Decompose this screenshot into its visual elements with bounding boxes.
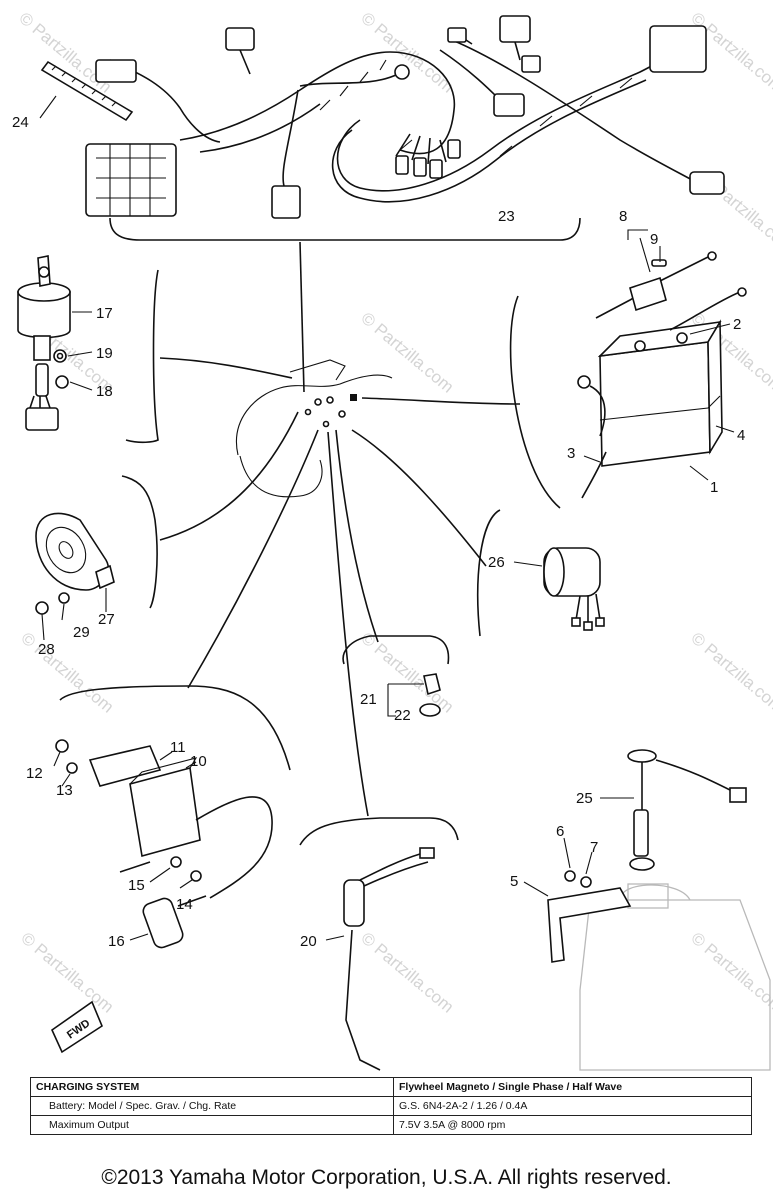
callout-label: 8 — [619, 208, 627, 225]
callout-label: 12 — [26, 765, 43, 782]
table-row: Battery: Model / Spec. Grav. / Chg. Rate… — [30, 1096, 752, 1116]
callout-label: 9 — [650, 231, 658, 248]
copyright-notice: ©2013 Yamaha Motor Corporation, U.S.A. A… — [101, 1166, 672, 1189]
callout-label: 27 — [98, 611, 115, 628]
callout-label: 4 — [737, 427, 745, 444]
callout-label: 19 — [96, 345, 113, 362]
watermark: © Partzilla.com — [357, 9, 457, 97]
callout-label: 11 — [170, 739, 186, 756]
callout-label: 6 — [556, 823, 564, 840]
callout-label: 24 — [12, 114, 29, 131]
table-cell: Maximum Output — [30, 1115, 394, 1135]
horn — [35, 512, 115, 641]
callout-label: 7 — [590, 839, 598, 856]
frame-outline — [236, 359, 393, 498]
callout-label: 5 — [510, 873, 518, 890]
watermark: © Partzilla.com — [687, 629, 773, 717]
watermark: © Partzilla.com — [17, 929, 117, 1017]
callout-label: 14 — [176, 896, 193, 913]
fuse-holder — [595, 229, 717, 319]
callout-labels: 24 23 8 9 2 4 3 1 17 19 18 26 27 29 28 2… — [12, 114, 745, 950]
table-row: CHARGING SYSTEM Flywheel Magneto / Singl… — [30, 1077, 752, 1097]
sensor-lead — [325, 847, 435, 1071]
fwd-arrow-stamp: FWD — [50, 1000, 103, 1054]
watermark: © Partzilla.com — [687, 929, 773, 1017]
watermark: © Partzilla.com — [17, 629, 117, 717]
rectifier — [513, 547, 605, 631]
callout-label: 26 — [488, 554, 505, 571]
leader-lines — [159, 241, 521, 817]
callout-label: 23 — [498, 208, 515, 225]
battery — [577, 287, 747, 499]
callout-label: 21 — [360, 691, 377, 708]
table-cell: Flywheel Magneto / Single Phase / Half W… — [393, 1077, 752, 1097]
callout-label: 15 — [128, 877, 145, 894]
callout-label: 16 — [108, 933, 125, 950]
table-row: Maximum Output 7.5V 3.5A @ 8000 rpm — [30, 1115, 752, 1135]
callout-label: 18 — [96, 383, 113, 400]
bolt-washer — [387, 673, 441, 717]
group-brackets — [59, 217, 581, 846]
callout-label: 22 — [394, 707, 411, 724]
callout-label: 3 — [567, 445, 575, 462]
table-cell: Battery: Model / Spec. Grav. / Chg. Rate — [30, 1096, 394, 1116]
ignition-coil — [53, 739, 273, 949]
oil-tank — [523, 749, 771, 1071]
callout-label: 25 — [576, 790, 593, 807]
table-cell: CHARGING SYSTEM — [30, 1077, 394, 1097]
callout-label: 2 — [733, 316, 741, 333]
main-switch — [17, 255, 93, 431]
callout-label: 29 — [73, 624, 90, 641]
callout-label: 10 — [190, 753, 207, 770]
watermark: © Partzilla.com — [357, 309, 457, 397]
table-cell: 7.5V 3.5A @ 8000 rpm — [393, 1115, 752, 1135]
charging-system-table: CHARGING SYSTEM Flywheel Magneto / Singl… — [30, 1077, 752, 1135]
cable-strap — [39, 60, 134, 122]
callout-label: 17 — [96, 305, 113, 322]
callout-label: 28 — [38, 641, 55, 658]
wire-harness — [85, 15, 725, 219]
callout-label: 20 — [300, 933, 317, 950]
watermark: © Partzilla.com — [357, 929, 457, 1017]
table-cell: G.S. 6N4-2A-2 / 1.26 / 0.4A — [393, 1096, 752, 1116]
callout-label: 13 — [56, 782, 73, 799]
callout-label: 1 — [710, 479, 718, 496]
